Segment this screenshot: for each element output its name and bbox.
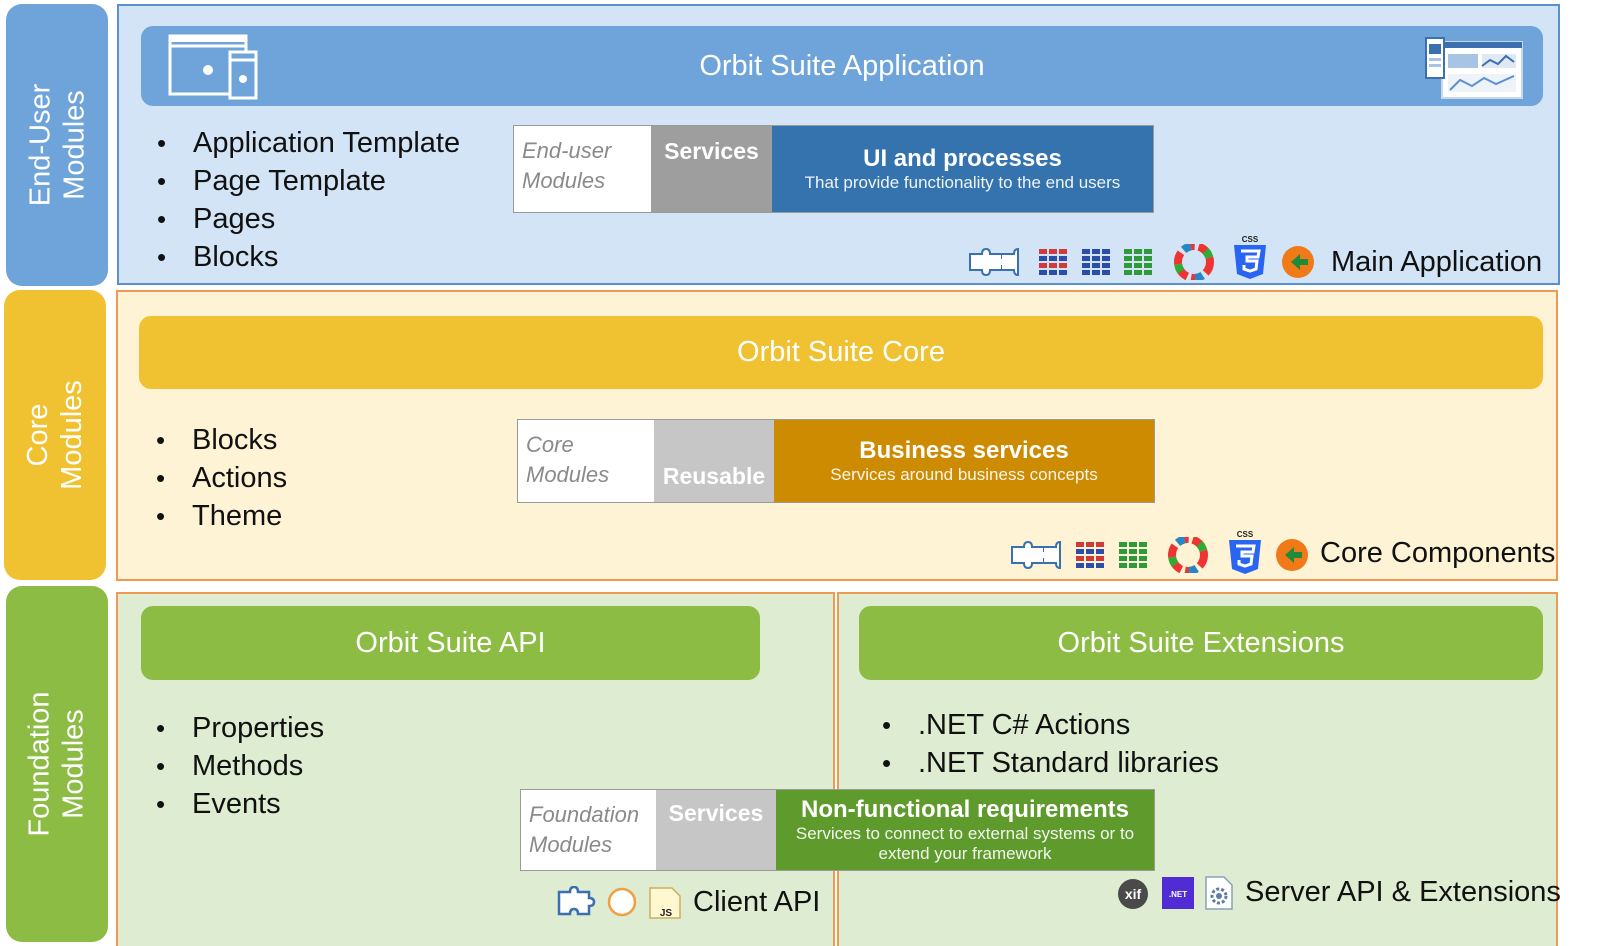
- xif-icon: xif: [1118, 879, 1148, 909]
- legend-modules-cell: Foundation Modules: [521, 790, 656, 870]
- core-components-caption: Core Components: [1320, 537, 1556, 569]
- legend-modules-line1: End-user: [522, 138, 612, 163]
- css3-icon: CSS: [1229, 530, 1261, 574]
- api-banner-title: Orbit Suite API: [355, 626, 546, 659]
- application-banner: Orbit Suite Application: [141, 26, 1543, 106]
- client-api-caption: Client API: [693, 886, 821, 918]
- arrow-circle-icon: [1276, 539, 1308, 571]
- main-application-caption: Main Application: [1331, 246, 1543, 278]
- puzzle-icon: [969, 248, 1019, 276]
- legend-modules-line1: Foundation: [529, 802, 640, 827]
- list-item: .NET C# Actions: [882, 706, 1219, 744]
- legend-subtitle: Services to connect to external systems …: [795, 824, 1135, 863]
- css3-icon: CSS: [1234, 235, 1266, 279]
- list-item: Theme: [156, 497, 287, 535]
- puzzle-icon: [557, 886, 596, 916]
- list-item: Methods: [156, 747, 324, 785]
- legend-services-cell: Services: [651, 126, 772, 212]
- legend-subtitle: That provide functionality to the end us…: [804, 173, 1121, 192]
- legend-reusable-label: Reusable: [662, 463, 766, 489]
- extensions-bullet-list: .NET C# Actions .NET Standard libraries: [882, 706, 1219, 782]
- list-item: Page Template: [157, 162, 460, 200]
- legend-reusable-cell: Reusable: [654, 420, 774, 502]
- api-banner: Orbit Suite API: [141, 606, 760, 680]
- color-wheel-icon: [1174, 244, 1214, 280]
- arrow-circle-icon: [1282, 246, 1314, 278]
- legend-title: Non-functional requirements: [800, 796, 1130, 823]
- grid-blue-icon: [1082, 249, 1110, 275]
- grid-green-icon: [1124, 249, 1152, 275]
- end-user-bullet-list: Application Template Page Template Pages…: [157, 124, 460, 276]
- js-label: JS: [660, 908, 673, 919]
- legend-modules-cell: Core Modules: [518, 420, 654, 502]
- list-item: Application Template: [157, 124, 460, 162]
- list-item: Properties: [156, 709, 324, 747]
- puzzle-icon: [1011, 541, 1061, 569]
- side-label-line: Foundation: [24, 691, 56, 837]
- api-bullet-list: Properties Methods Events: [156, 709, 324, 823]
- core-banner: Orbit Suite Core: [139, 316, 1543, 389]
- color-wheel-icon: [1168, 537, 1208, 573]
- core-banner-title: Orbit Suite Core: [737, 336, 945, 368]
- legend-main-cell: Business services Services around busine…: [774, 420, 1154, 502]
- list-item: Pages: [157, 200, 460, 238]
- legend-main-cell: UI and processes That provide functional…: [772, 126, 1153, 212]
- side-label-line: Modules: [58, 709, 90, 819]
- list-item: .NET Standard libraries: [882, 744, 1219, 782]
- extensions-banner-title: Orbit Suite Extensions: [1057, 626, 1345, 659]
- grid-colored-icon: [1076, 542, 1104, 568]
- legend-modules-line2: Modules: [522, 168, 606, 193]
- xif-label: xif: [1125, 886, 1142, 902]
- css3-label: CSS: [1237, 530, 1254, 539]
- app-window-icon: [168, 34, 258, 100]
- legend-services-label: Services: [664, 138, 759, 164]
- dotnet-label: .NET: [1169, 890, 1187, 899]
- legend-modules-cell: End-user Modules: [514, 126, 651, 212]
- settings-file-icon: [1205, 876, 1233, 910]
- server-api-caption: Server API & Extensions: [1245, 876, 1561, 908]
- side-label-line: Core: [22, 403, 54, 467]
- list-item: Actions: [156, 459, 287, 497]
- side-label-line: End-User: [24, 83, 56, 207]
- legend-services-label: Services: [668, 800, 764, 826]
- extensions-banner: Orbit Suite Extensions: [859, 606, 1543, 680]
- list-item: Blocks: [156, 421, 287, 459]
- grid-green-icon: [1119, 542, 1147, 568]
- dashboard-screens-icon: [1425, 37, 1523, 99]
- application-banner-title: Orbit Suite Application: [699, 49, 985, 82]
- legend-main-cell: Non-functional requirements Services to …: [776, 790, 1154, 870]
- legend-services-cell: Services: [656, 790, 776, 870]
- javascript-file-icon: JS: [649, 887, 681, 919]
- list-item: Blocks: [157, 238, 460, 276]
- end-user-legend: End-user Modules Services UI and process…: [513, 125, 1154, 213]
- side-label-line: Modules: [56, 380, 88, 490]
- legend-title: Business services: [859, 437, 1069, 464]
- dotnet-icon: .NET: [1162, 877, 1194, 909]
- side-label-line: Modules: [58, 90, 90, 200]
- legend-subtitle: Services around business concepts: [830, 465, 1098, 484]
- css3-label: CSS: [1242, 235, 1259, 244]
- core-legend: Core Modules Reusable Business services …: [517, 419, 1155, 503]
- legend-title: UI and processes: [863, 145, 1062, 172]
- grid-colored-icon: [1039, 249, 1067, 275]
- circle-icon: [607, 887, 637, 917]
- legend-modules-line2: Modules: [526, 462, 610, 487]
- legend-modules-line1: Core: [526, 432, 574, 457]
- foundation-legend: Foundation Modules Services Non-function…: [520, 789, 1155, 871]
- legend-modules-line2: Modules: [529, 832, 613, 857]
- core-bullet-list: Blocks Actions Theme: [156, 421, 287, 535]
- list-item: Events: [156, 785, 324, 823]
